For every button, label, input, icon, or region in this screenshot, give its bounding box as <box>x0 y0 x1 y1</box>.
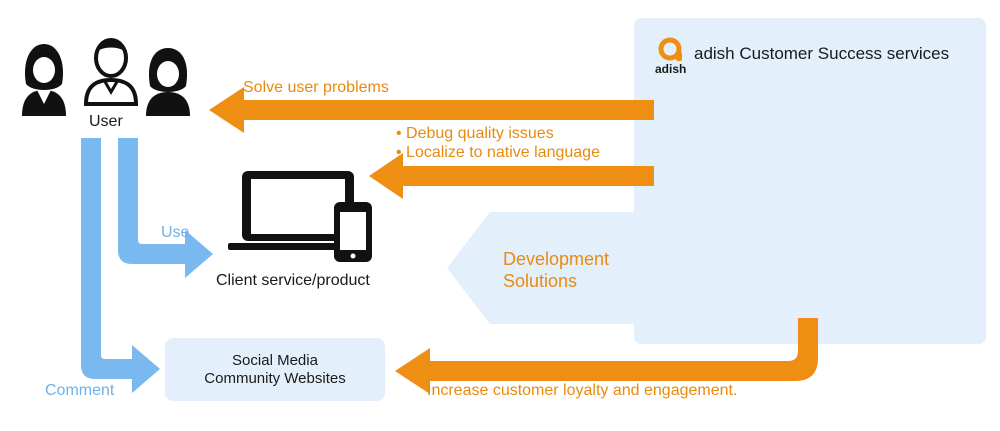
quality-arrow <box>369 153 654 199</box>
debug-label: • Debug quality issues <box>396 125 554 142</box>
solve-arrow <box>209 87 654 133</box>
services-title: adish Customer Success services <box>694 44 950 63</box>
adish-logo <box>658 37 682 61</box>
loyalty-label: Increase customer loyalty and engagement… <box>427 382 738 399</box>
services-panel <box>634 18 986 344</box>
device-icon <box>228 171 372 262</box>
loyalty-arrow <box>395 318 818 394</box>
use-label: Use <box>161 224 190 241</box>
client-label: Client service/product <box>216 272 370 289</box>
development-label-line1: Development <box>503 249 610 269</box>
users-icon <box>22 38 190 116</box>
comment-label: Comment <box>45 382 115 399</box>
social-media-line1: Social Media <box>232 352 318 369</box>
solve-arrow-label: Solve user problems <box>243 79 389 96</box>
development-chevron <box>447 212 634 324</box>
localize-label: • Localize to native language <box>396 144 600 161</box>
user-label: User <box>89 113 123 130</box>
development-label-line2: Solutions <box>503 271 578 291</box>
social-media-box <box>165 338 385 401</box>
use-arrow <box>118 138 213 278</box>
adish-logo-text: adish <box>655 62 687 76</box>
comment-arrow <box>81 138 160 393</box>
social-media-line2: Community Websites <box>204 370 346 387</box>
